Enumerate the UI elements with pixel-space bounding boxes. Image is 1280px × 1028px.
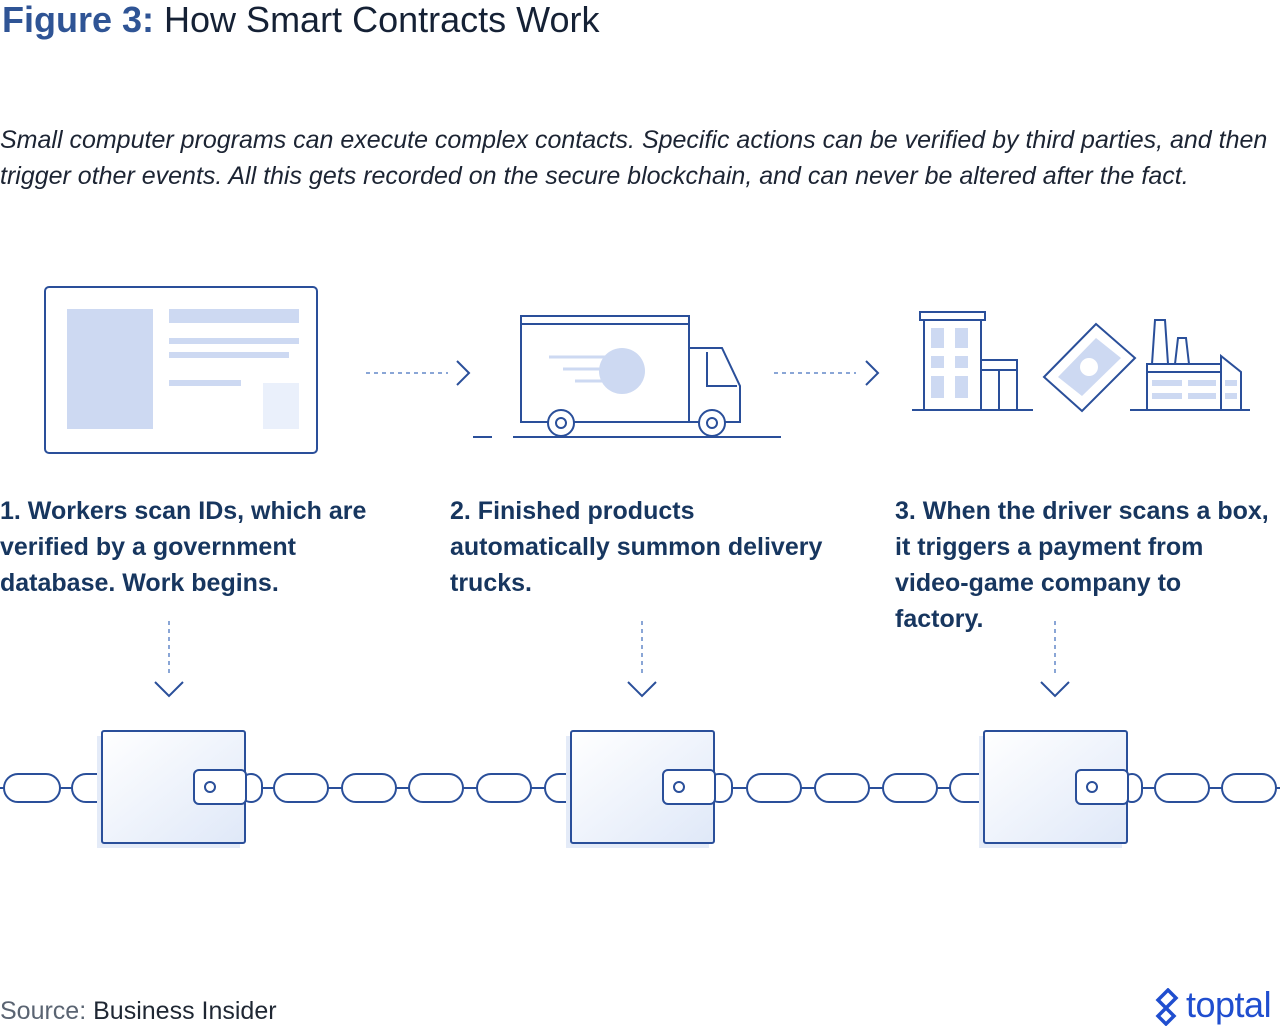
delivery-truck-icon: [473, 315, 781, 438]
step-1-caption: 1. Workers scan IDs, which are verified …: [0, 497, 367, 597]
down-arrow-icon: [1040, 621, 1070, 698]
arrow-icon: [774, 360, 880, 386]
id-screen-icon: [44, 286, 318, 454]
step-2-caption: 2. Finished products automatically summo…: [450, 497, 823, 597]
block-icon: [566, 730, 716, 848]
figure-description: Small computer programs can execute comp…: [0, 126, 1268, 190]
block-icon: [979, 730, 1129, 848]
figure-title-text: How Smart Contracts Work: [164, 0, 600, 40]
down-arrow-icon: [627, 621, 657, 698]
figure-label: Figure 3:: [2, 0, 155, 40]
arrow-icon: [366, 360, 471, 386]
source-credit: Source: Business Insider: [0, 994, 277, 1028]
building-payment-factory-icon: [912, 311, 1250, 413]
toptal-logo: toptal: [1152, 984, 1280, 1026]
down-arrow-icon: [154, 621, 184, 698]
source-value: Business Insider: [93, 997, 277, 1025]
step-3-caption: 3. When the driver scans a box, it trigg…: [895, 497, 1269, 633]
block-icon: [97, 730, 247, 848]
toptal-mark-icon: [1155, 988, 1179, 1026]
source-label: Source:: [0, 997, 87, 1025]
figure-title: Figure 3: How Smart Contracts Work: [2, 0, 599, 42]
brand-name: toptal: [1186, 984, 1272, 1025]
